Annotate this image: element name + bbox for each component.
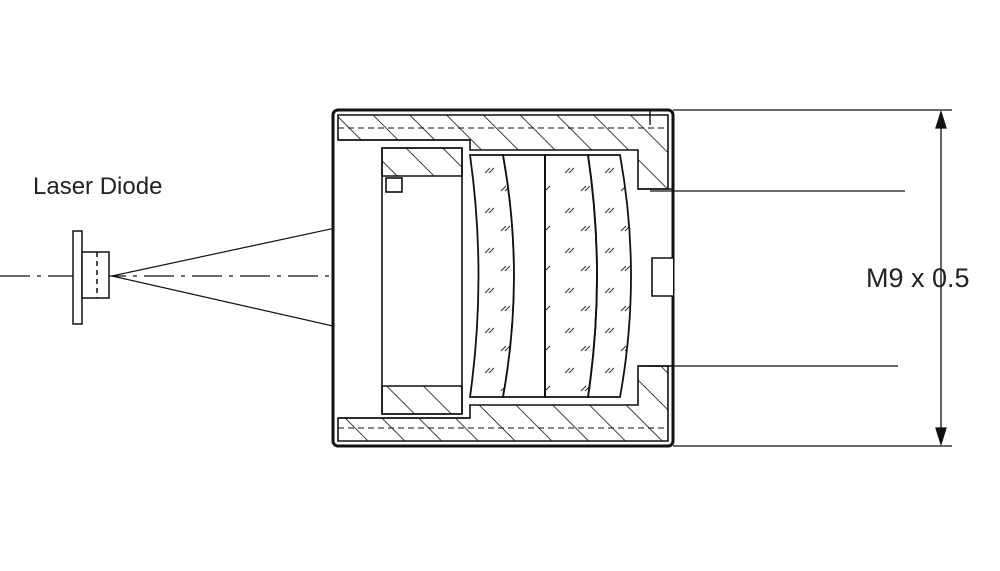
diode-flange [72, 230, 83, 325]
dimension-arrow-top [935, 109, 947, 129]
lens-element-4 [586, 154, 632, 398]
lens-group [468, 154, 632, 398]
diode-can [81, 251, 110, 299]
dimension-arrow-bottom [935, 427, 947, 447]
lens-element-2 [501, 154, 546, 398]
thread-dimension [673, 109, 952, 447]
laser-diode [72, 230, 110, 325]
output-beam [650, 190, 905, 367]
thread-size-label: M9 x 0.5 [866, 263, 970, 293]
lens-element-3 [544, 154, 598, 398]
retaining-ring [381, 147, 463, 415]
laser-diode-label: Laser Diode [33, 173, 162, 200]
end-notch [651, 257, 673, 297]
